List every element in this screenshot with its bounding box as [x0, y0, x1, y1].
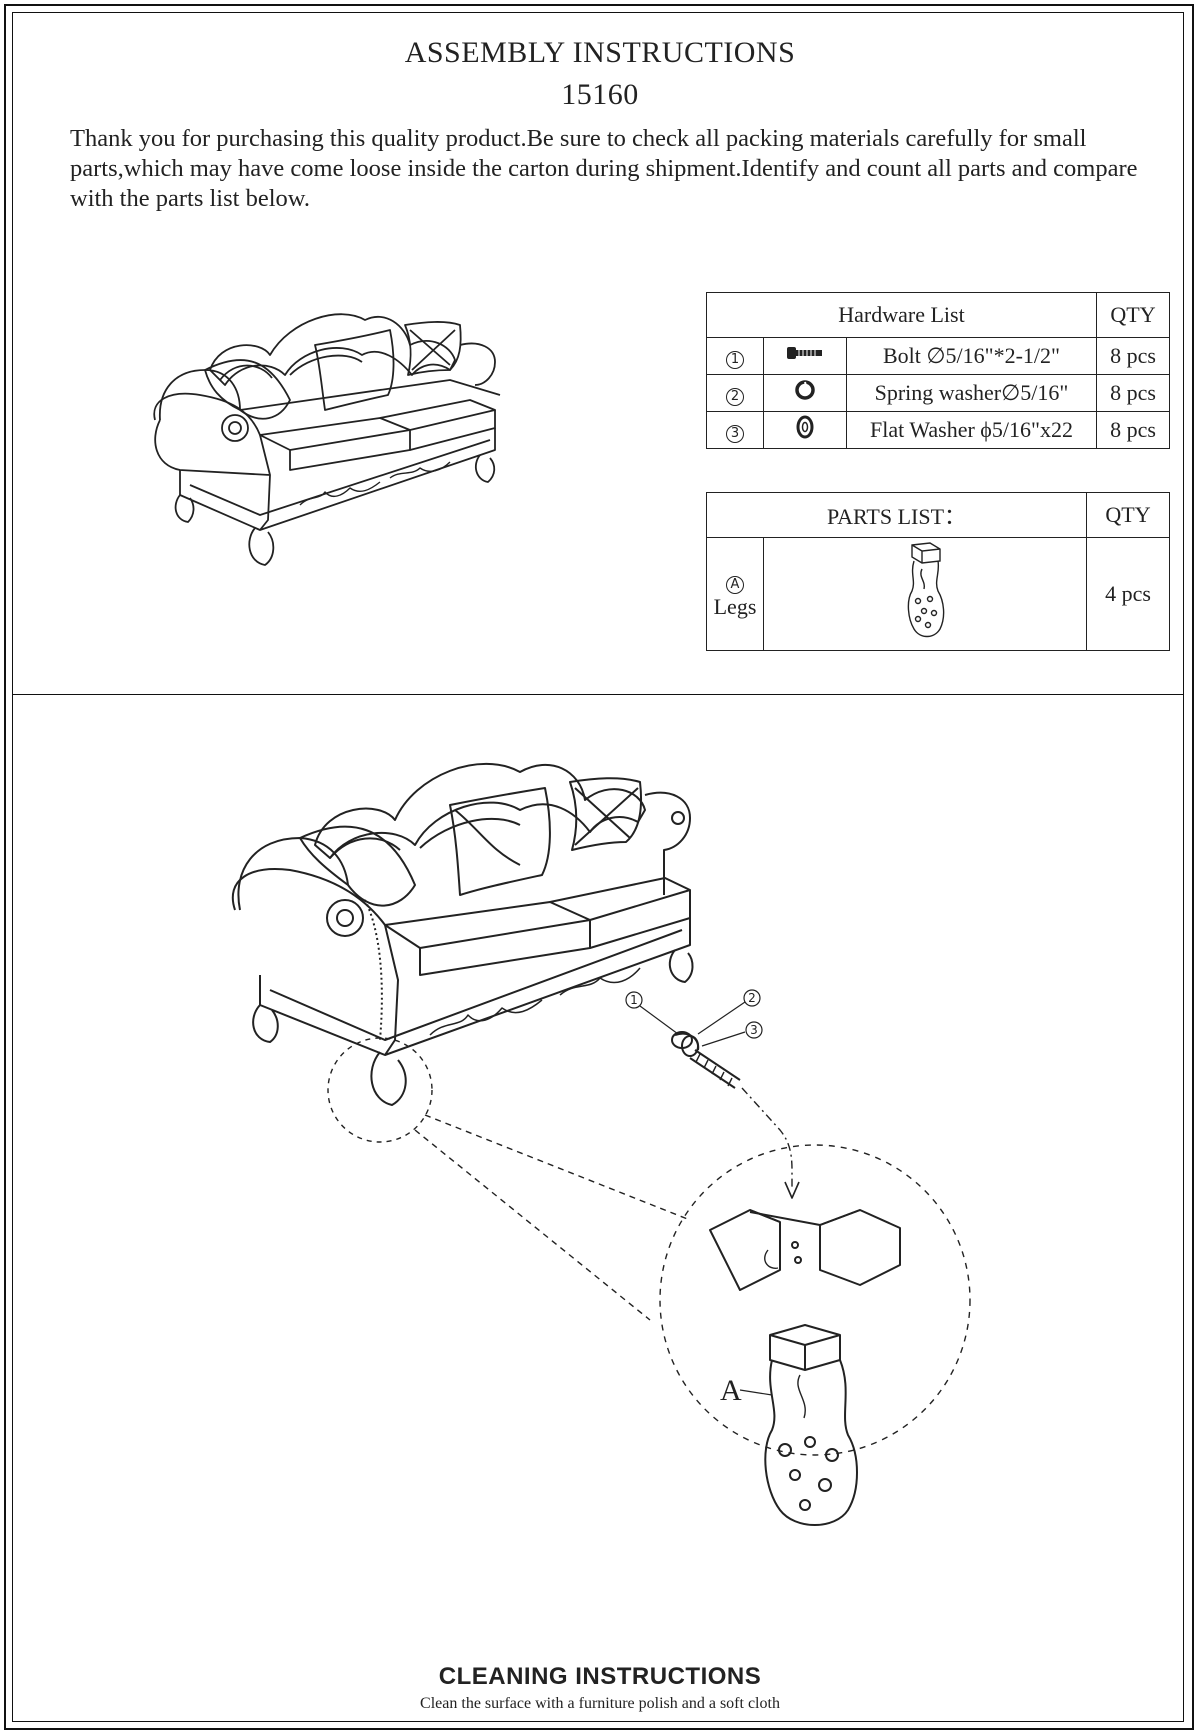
spring-washer-icon [763, 374, 847, 412]
sofa-illustration-small [153, 313, 501, 566]
hardware-name: Flat Washer ϕ5/16"x22 [846, 411, 1097, 449]
parts-list-header: PARTS LIST： [706, 492, 1087, 538]
part-a-label: A [720, 1374, 742, 1407]
hardware-qty-header: QTY [1096, 292, 1170, 338]
hardware-header-row: Hardware List QTY [706, 292, 1170, 338]
parts-row: A Legs 4 pcs [706, 537, 1170, 651]
callout-1: 1 [630, 993, 638, 1007]
flat-washer-icon [763, 411, 847, 449]
hardware-number: 2 [726, 388, 744, 406]
page-border [4, 4, 1194, 1730]
hardware-list-header: Hardware List [706, 292, 1097, 338]
assembly-diagram: 1 2 3 A [231, 762, 971, 1526]
parts-table: PARTS LIST： QTY A Legs 4 pcs [706, 492, 1170, 651]
parts-qty-header: QTY [1086, 492, 1170, 538]
cleaning-title: CLEANING INSTRUCTIONS [438, 1663, 762, 1690]
parts-header-row: PARTS LIST： QTY [706, 492, 1170, 538]
bolt-icon [763, 337, 847, 375]
hardware-qty: 8 pcs [1096, 411, 1170, 449]
part-name: Legs [713, 594, 757, 619]
part-qty: 4 pcs [1086, 537, 1170, 651]
hardware-number: 1 [726, 351, 744, 369]
hardware-qty: 8 pcs [1096, 337, 1170, 375]
hardware-row: 2 Spring washer∅5/16" 8 pcs [706, 374, 1170, 412]
intro-paragraph: Thank you for purchasing this quality pr… [70, 125, 1138, 212]
callout-2: 2 [748, 991, 756, 1005]
callout-3: 3 [750, 1023, 758, 1037]
section-divider [12, 694, 1184, 695]
hardware-qty: 8 pcs [1096, 374, 1170, 412]
hardware-table: Hardware List QTY 1 Bolt ∅5/16"*2-1/2" 8… [706, 292, 1170, 449]
hardware-number: 3 [726, 425, 744, 443]
hardware-name: Spring washer∅5/16" [846, 374, 1097, 412]
leg-icon [763, 537, 1087, 651]
model-number: 15160 [561, 78, 639, 111]
hardware-row: 3 Flat Washer ϕ5/16"x22 8 pcs [706, 411, 1170, 449]
page-inner-border [12, 12, 1184, 1722]
cleaning-text: Clean the surface with a furniture polis… [420, 1695, 780, 1712]
hardware-row: 1 Bolt ∅5/16"*2-1/2" 8 pcs [706, 337, 1170, 375]
page-title: ASSEMBLY INSTRUCTIONS [404, 36, 796, 69]
part-letter: A [726, 576, 744, 594]
hardware-name: Bolt ∅5/16"*2-1/2" [846, 337, 1097, 375]
